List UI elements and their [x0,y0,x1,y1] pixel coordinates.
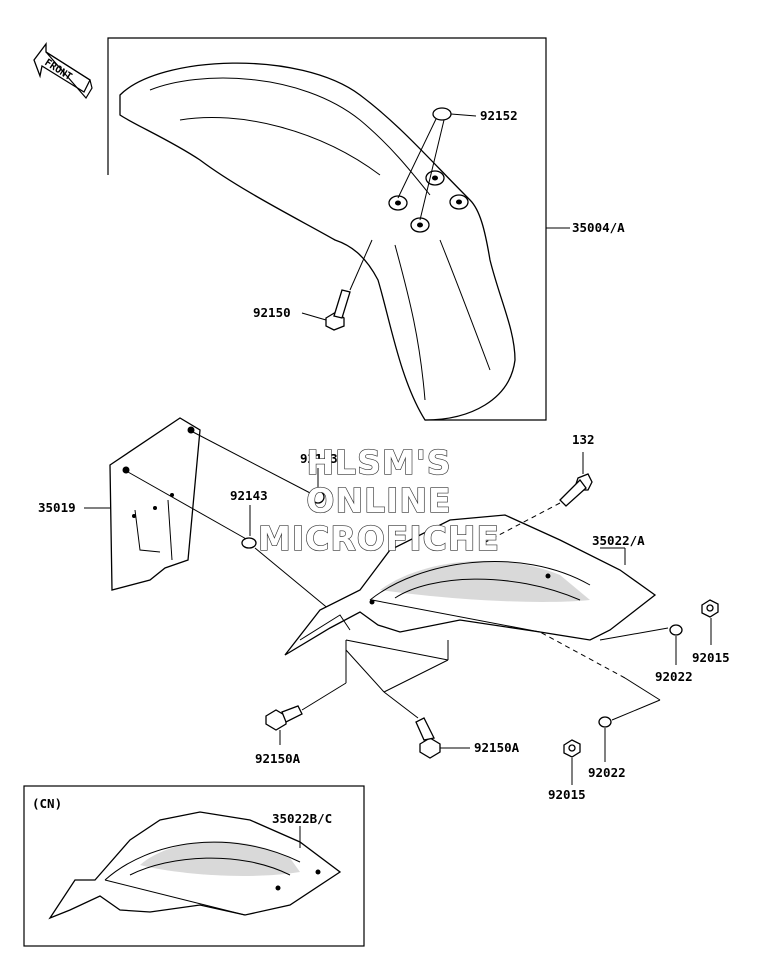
bolt-92150A-left [265,705,303,731]
rear-fender-group [84,417,719,785]
fender-mount-holes [388,170,469,233]
label-92150A-left: 92150A [255,751,301,766]
front-fender [119,62,516,421]
label-92152: 92152 [480,108,518,123]
label-92150: 92150 [253,305,291,320]
watermark-line1: HLSM'S [306,443,451,482]
cn-variant-frame [23,785,365,947]
label-92143-top: 92143 [300,451,338,466]
watermark: HLSM'S ONLINE MICROFICHE [257,442,500,558]
watermark-line3: MICROFICHE [258,519,500,558]
washer-92143 [241,537,257,549]
washer-92152 [432,107,452,121]
front-fender-frame [107,37,547,421]
label-35004A: 35004/A [572,220,625,235]
label-cn: (CN) [32,796,62,811]
washer-92022-bottom [598,716,612,728]
label-92143: 92143 [230,488,268,503]
label-132: 132 [572,432,595,447]
washer-92022-right [669,624,683,636]
label-92022-right: 92022 [655,669,693,684]
front-fender-group [107,37,570,421]
label-92015-right: 92015 [692,650,730,665]
label-92150A-right: 92150A [474,740,520,755]
washer-92143-top [311,490,325,504]
bolt-132 [559,473,593,507]
label-92015-bottom: 92015 [548,787,586,802]
label-92022-bottom: 92022 [588,765,626,780]
label-35022BC: 35022B/C [272,811,332,826]
front-arrow-icon: FRONT [33,42,93,100]
label-35019: 35019 [38,500,76,515]
cn-variant-group [23,785,365,947]
bolt-92150 [325,289,351,331]
mud-flap-35019 [109,417,201,591]
label-35022A: 35022/A [592,533,645,548]
watermark-line2: ONLINE [306,481,451,520]
bolt-92150A-right [415,717,441,759]
